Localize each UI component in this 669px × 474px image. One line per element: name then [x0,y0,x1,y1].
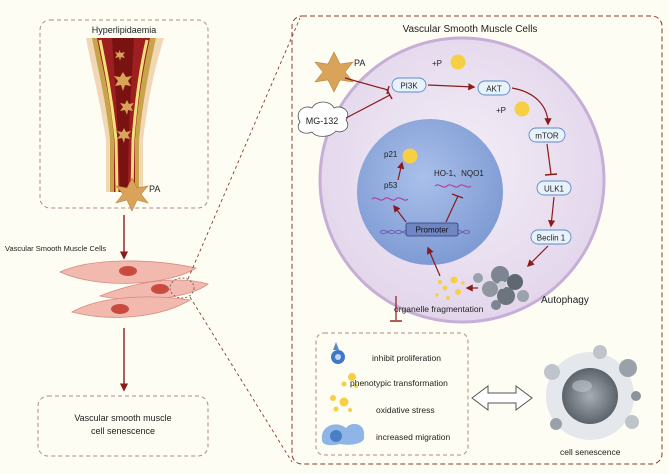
inhibit-bar-pi3k-1 [386,85,390,95]
mtor-box [528,127,566,143]
nucleus [357,119,503,265]
arrow-pi3k-to-akt [427,83,476,91]
outcome-1: inhibit proliferation [372,353,441,363]
phospho-label-1: +P [432,59,442,68]
senescent-cell-icon [544,345,641,440]
pa-label-left: PA [149,184,160,194]
senescence-box-line1: Vascular smooth muscle [74,413,171,423]
artery-illustration [86,38,164,193]
p21-phosphate-icon [402,148,418,164]
phenotype-icon [341,373,358,388]
smooth-muscle-cells-illustration [59,260,209,318]
beclin1-box [530,229,572,245]
inhibit-promoter-to-ho1 [445,195,459,223]
promoter-box [405,222,459,237]
senescence-box-line2: cell senescence [91,426,155,436]
pi3k-label: PI3K [400,82,418,91]
phospho-label-2: +P [496,106,506,115]
beclin1-label: Beclin 1 [537,234,566,243]
outcome-3: oxidative stress [376,405,435,415]
pa-star-right-icon [314,51,354,93]
p53-label: p53 [384,181,398,190]
right-panel-title: Vascular Smooth Muscle Cells [403,24,538,35]
autophagy-label: Autophagy [541,295,589,306]
ulk1-label: ULK1 [544,185,565,194]
arrow-promoter-to-p53 [393,204,407,223]
akt-box [477,80,511,96]
zoom-circle [169,277,195,299]
mg132-cloud-icon [297,101,349,137]
ho1-nqo1-label: HO-1、NQO1 [434,169,484,178]
arrow-p53-to-p21 [397,161,405,181]
right-panel-border [291,15,663,465]
pa-star-left-icon [115,177,149,212]
arrow-beclin1-to-autophagy [526,245,549,268]
mrna-ho1-icon [434,184,472,188]
top-left-box [39,19,209,209]
zoom-line-top [187,17,301,280]
pi3k-box [391,77,427,93]
inhibit-mg132-to-pi3k [345,94,391,119]
proliferation-icon [331,342,345,364]
pa-label-right: PA [354,58,365,68]
p21-label: p21 [384,150,398,159]
arrow-akt-to-mtor [511,87,552,126]
phosphate-2-icon [514,101,530,117]
organelle-fragmentation-label: organelle fragmentation [394,304,484,314]
inhibit-pa-to-pi3k [344,77,389,91]
mtor-label: mTOR [535,132,559,141]
arrow-fragments-to-promoter [426,246,441,277]
phosphate-1-icon [450,54,466,70]
organelle-fragments-icon [435,276,465,300]
inhibit-mtor-to-ulk1 [546,143,552,175]
inhibit-bar-ulk1 [544,173,558,176]
outcome-2: phenotypic transformation [350,378,448,388]
zoom-line-bottom [189,296,293,463]
promoter-label: Promoter [416,226,449,235]
inhibit-bar-pi3k-2 [386,89,393,100]
double-arrow-icon [471,385,533,411]
inhibit-bar-ho1 [451,193,464,199]
outcome-4: increased migration [376,432,450,442]
mrna-p53-icon [371,197,409,201]
akt-label: AKT [486,85,502,94]
autophagosome-icon [473,266,529,310]
migration-icon [321,423,365,446]
oxidative-stress-icon [330,395,352,412]
cell-senescence-label: cell senescence [560,447,621,457]
ulk1-box [536,180,572,196]
vsmc-label-left: Vascular Smooth Muscle Cells [5,244,106,253]
hyperlipidaemia-title: Hyperlipidaemia [92,25,157,35]
bottom-left-box [37,395,209,457]
arrow-ulk1-to-beclin1 [548,196,556,228]
mg132-label: MG-132 [306,116,339,126]
